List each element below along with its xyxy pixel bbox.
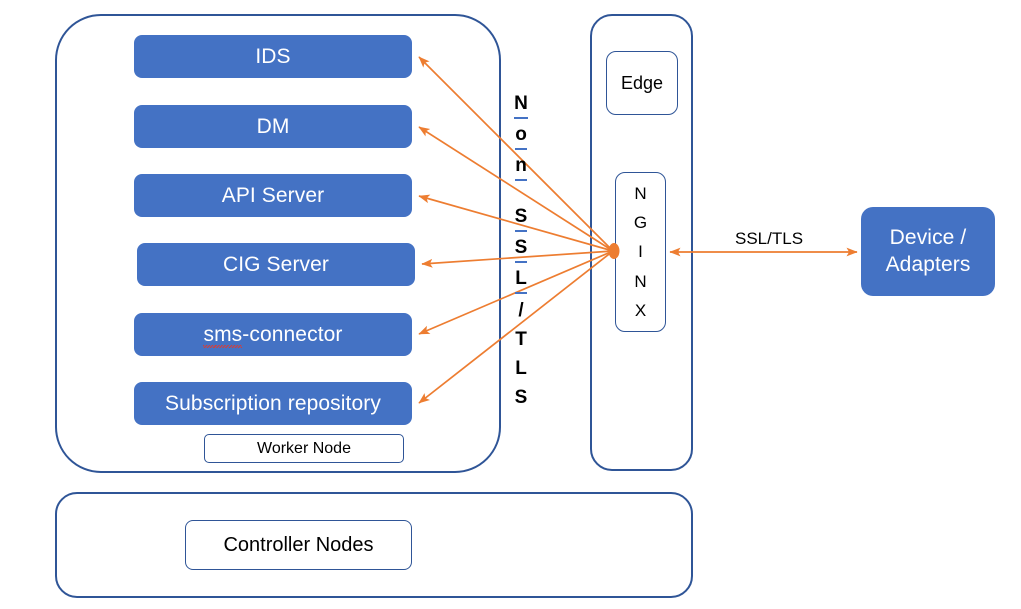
worker-node-label-box: Worker Node [204,434,404,463]
service-box-sms-connector[interactable]: sms-connector [134,313,412,356]
controller-nodes-label: Controller Nodes [223,533,374,556]
service-label-sms-connector: sms-connector [203,322,343,348]
device-adapters-label-line1: Device / [889,225,967,249]
worker-node-label: Worker Node [257,439,351,457]
nginx-letter-5: X [634,300,647,320]
ssl-tls-connection-label: SSL/TLS [735,229,804,248]
service-label-sms-connector-suffix: -connector [242,322,343,346]
device-adapters-label-line2: Adapters [885,252,971,276]
service-box-dm[interactable]: DM [134,105,412,148]
nginx-letter-1: N [634,183,647,203]
non-ssl-tls-label-char-3: n [515,152,527,181]
non-ssl-tls-label-char-2: o [515,121,527,150]
non-ssl-tls-label-char-7: L [515,265,527,294]
nginx-letter-4: N [634,271,647,291]
service-label-api-server: API Server [221,183,325,207]
device-adapters-box[interactable]: Device / Adapters [861,207,995,296]
service-box-cig-server[interactable]: CIG Server [137,243,415,286]
controller-nodes-label-box: Controller Nodes [185,520,412,570]
service-box-api-server[interactable]: API Server [134,174,412,217]
nginx-letter-3: I [638,242,643,262]
non-ssl-tls-label-char-10: L [515,358,527,379]
non-ssl-tls-label-char-1: N [514,90,528,119]
non-ssl-tls-label-char-6: S [514,234,528,263]
non-ssl-tls-label-char-8: / [518,300,524,321]
edge-label-box: Edge [606,51,678,115]
edge-label: Edge [620,72,664,93]
service-label-ids: IDS [255,44,291,68]
service-label-cig-server: CIG Server [222,252,330,276]
non-ssl-tls-label-char-11: S [514,387,528,408]
service-label-dm: DM [256,114,290,138]
nginx-letter-2: G [633,213,648,233]
nginx-box[interactable]: N G I N X [615,172,666,332]
service-box-subscription-repository[interactable]: Subscription repository [134,382,412,425]
service-label-subscription-repository: Subscription repository [165,391,381,415]
spellcheck-misspelling-sms: sms [203,322,243,348]
non-ssl-tls-label-char-5: S [514,203,528,232]
service-box-ids[interactable]: IDS [134,35,412,78]
non-ssl-tls-label-char-9: T [515,329,527,350]
